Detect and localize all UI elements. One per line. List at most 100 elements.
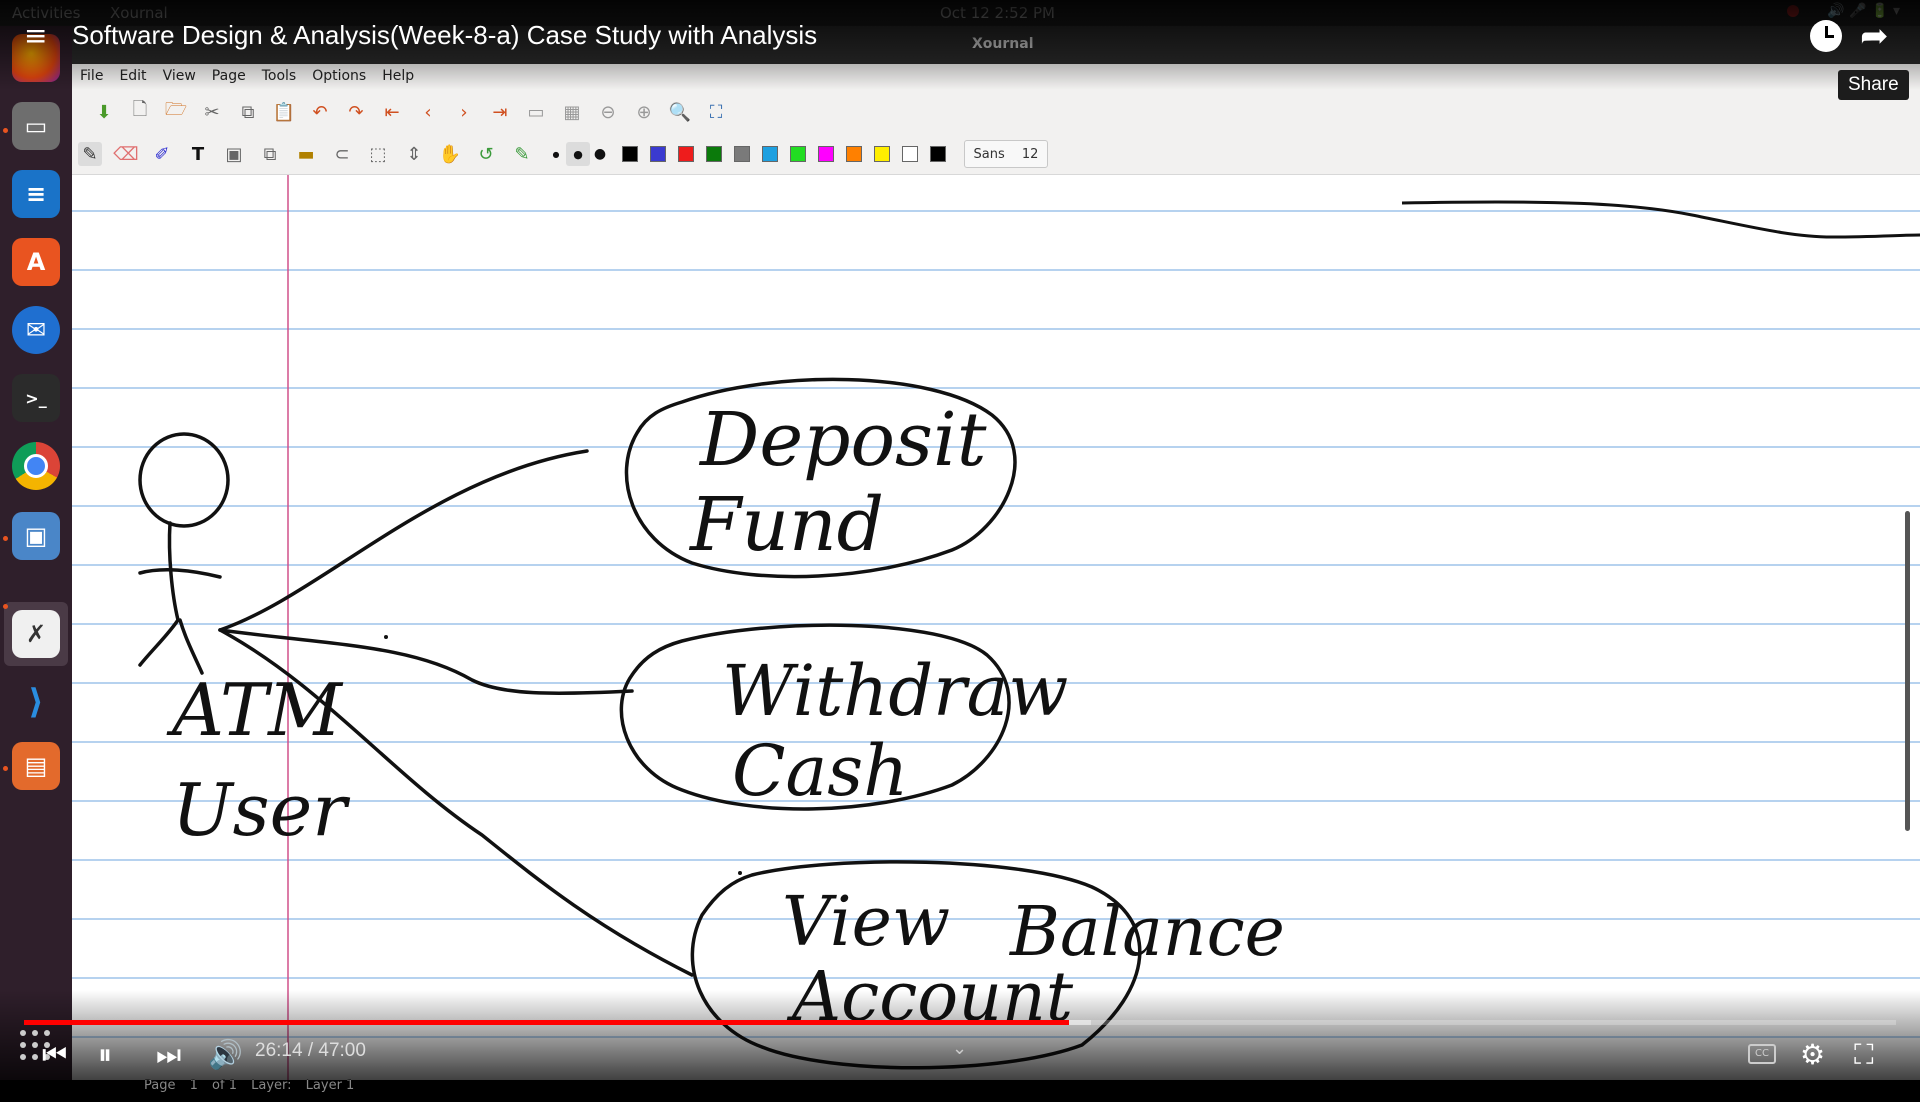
writer-icon[interactable]: ≡ [12, 170, 60, 218]
color-swatch[interactable] [734, 146, 750, 162]
image-tool-icon[interactable]: ▣ [225, 143, 243, 165]
color-swatch[interactable] [678, 146, 694, 162]
pen-tool-icon[interactable]: ✎ [78, 142, 102, 166]
bottom-gradient [0, 990, 1920, 1080]
medium-width-icon[interactable]: ● [566, 142, 590, 166]
color-swatch[interactable] [846, 146, 862, 162]
previous-video-icon[interactable]: ⏮ [42, 1038, 68, 1071]
first-page-icon[interactable]: ⇤ [384, 101, 400, 123]
progress-bar[interactable] [24, 1020, 1896, 1025]
menu-options[interactable]: Options [312, 68, 367, 84]
ink-dot [738, 871, 742, 875]
paste-icon[interactable]: 📋 [272, 101, 296, 123]
dock: ▭ ≡ A ✉ >_ ▣ ✗ ⟩ ▤ [0, 26, 72, 1080]
impress-icon[interactable]: ▤ [12, 742, 60, 790]
associations [218, 449, 694, 977]
handwriting: ATM User Deposit Fund Withdraw Cash View… [166, 397, 1285, 1037]
assoc-withdraw [218, 628, 634, 695]
show-applications-icon[interactable] [20, 1030, 52, 1062]
menu-view[interactable]: View [162, 68, 196, 84]
color-swatch[interactable] [650, 146, 666, 162]
files-icon[interactable]: ▭ [12, 102, 60, 150]
pause-icon[interactable]: ⏸ [98, 1038, 113, 1071]
captions-icon[interactable]: CC [1748, 1044, 1776, 1064]
default-pen-icon[interactable]: ✎ [514, 143, 530, 165]
terminal-icon[interactable]: >_ [12, 374, 60, 422]
running-indicator [3, 766, 8, 771]
color-swatch[interactable] [902, 146, 918, 162]
color-swatch[interactable] [706, 146, 722, 162]
menu-page[interactable]: Page [211, 68, 246, 84]
exit-fullscreen-icon[interactable]: ⛶ [1854, 1038, 1874, 1071]
zoom-in-icon[interactable]: ⊕ [636, 101, 652, 123]
ruler-icon[interactable]: ▬ [297, 143, 315, 165]
undo-icon[interactable]: ↶ [312, 101, 328, 123]
copy-icon[interactable]: ⧉ [241, 101, 255, 123]
lasso-select-icon[interactable]: ⊂ [334, 143, 350, 165]
previous-page-icon[interactable]: ‹ [424, 101, 432, 123]
font-button[interactable]: Sans 12 [964, 140, 1048, 168]
actor-head [138, 432, 230, 528]
menu-edit[interactable]: Edit [119, 68, 147, 84]
withdraw-cash-ellipse [619, 623, 1011, 811]
vertical-scrollbar[interactable] [1905, 511, 1910, 831]
settings-gear-icon[interactable]: ⚙ [1800, 1038, 1826, 1071]
page-number[interactable]: 1 [189, 1078, 198, 1093]
playlist-menu-icon[interactable]: ≡ [24, 19, 48, 52]
menu-help[interactable]: Help [382, 68, 415, 84]
color-swatch[interactable] [874, 146, 890, 162]
share-icon[interactable]: ➦ [1860, 16, 1889, 56]
page-label: Page [144, 1078, 176, 1093]
next-video-icon[interactable]: ⏭ [156, 1038, 182, 1071]
actor-left-leg [138, 618, 180, 667]
xournal-icon[interactable]: ✗ [12, 610, 60, 658]
drawing-canvas[interactable]: ATM User Deposit Fund Withdraw Cash View… [72, 175, 1920, 1080]
eraser-tool-icon[interactable]: ⌫ [113, 143, 139, 165]
open-folder-icon[interactable]: 🗁 [164, 99, 188, 120]
menu-file[interactable]: File [80, 68, 104, 84]
page-width-icon[interactable]: ▦ [563, 101, 581, 123]
default-tool-icon[interactable]: ↺ [478, 143, 494, 165]
fullscreen-icon[interactable]: ▭ [527, 101, 545, 123]
clock[interactable]: Oct 12 2:52 PM [940, 4, 1055, 22]
color-swatch[interactable] [762, 146, 778, 162]
font-name: Sans [973, 146, 1005, 162]
screenshot-icon[interactable]: ▣ [12, 512, 60, 560]
thin-width-icon[interactable]: ● [552, 149, 560, 159]
highlighter-tool-icon[interactable]: ✐ [154, 143, 170, 165]
color-swatch[interactable] [622, 146, 638, 162]
redo-icon[interactable]: ↷ [348, 101, 364, 123]
hand-tool-icon[interactable]: ✋ [438, 143, 462, 165]
color-swatch[interactable] [930, 146, 946, 162]
thick-width-icon[interactable]: ● [593, 146, 607, 162]
next-page-icon[interactable]: › [460, 101, 468, 123]
video-title[interactable]: Software Design & Analysis(Week-8-a) Cas… [72, 20, 818, 50]
ink-dot [384, 635, 388, 639]
vertical-space-icon[interactable]: ⇕ [406, 143, 422, 165]
new-document-icon[interactable]: 🗋 [132, 99, 148, 120]
fund-label: Fund [688, 482, 884, 568]
chevron-down-icon[interactable]: ⌄ [952, 1038, 968, 1059]
running-indicator [3, 604, 8, 609]
layer-select[interactable]: Layer 1 [305, 1078, 355, 1093]
thunderbird-icon[interactable]: ✉ [12, 306, 60, 354]
shape-recognizer-icon[interactable]: ⧉ [263, 143, 277, 165]
save-icon[interactable]: ⬇ [96, 101, 112, 123]
vscode-icon[interactable]: ⟩ [28, 682, 44, 722]
cut-icon[interactable]: ✂ [204, 101, 220, 123]
zoom-out-icon[interactable]: ⊖ [600, 101, 616, 123]
last-page-icon[interactable]: ⇥ [492, 101, 508, 123]
color-swatch[interactable] [818, 146, 834, 162]
text-tool-icon[interactable]: T [191, 143, 205, 165]
search-icon[interactable]: 🔍 [668, 101, 692, 123]
chrome-icon[interactable] [12, 442, 60, 490]
menu-tools[interactable]: Tools [261, 68, 297, 84]
watch-later-icon[interactable] [1810, 20, 1842, 52]
fit-page-icon[interactable]: ⛶ [709, 101, 723, 123]
rect-select-icon[interactable]: ⬚ [369, 143, 387, 165]
color-swatch[interactable] [790, 146, 806, 162]
font-size: 12 [1021, 146, 1039, 162]
software-center-icon[interactable]: A [12, 238, 60, 286]
volume-icon[interactable]: 🔊 [208, 1038, 243, 1071]
